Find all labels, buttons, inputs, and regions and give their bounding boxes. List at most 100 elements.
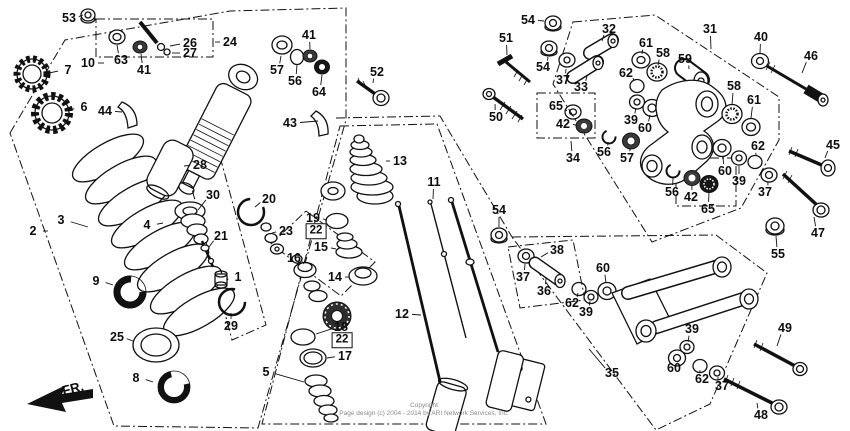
bolt-52 [355,77,390,107]
washer-37b [760,167,778,183]
part-label-64: 64 [312,84,326,99]
part-label-39: 39 [732,173,746,188]
seal-stack-5 [304,374,339,423]
seal-42a [575,118,593,134]
part-label-54: 54 [521,12,535,27]
copyright-line1: Copyright [410,402,438,409]
rubber-flap-43 [310,110,329,137]
part-label-17: 17 [338,348,352,363]
collar-32 [583,33,619,60]
part-label-60: 60 [638,120,652,135]
leader-line-32 [601,34,605,42]
part-label-53: 53 [62,10,76,25]
part-label-62: 62 [565,295,579,310]
part-label-14: 14 [328,269,342,284]
border-left-group [9,7,347,429]
part-label-61: 61 [639,35,653,50]
part-label-44: 44 [98,103,112,118]
leader-line-53 [78,14,84,17]
part-label-37: 37 [758,184,772,199]
cone-15 [335,232,363,259]
washer-37f [708,365,726,381]
bushing-60f [667,349,687,367]
part-label-48: 48 [754,407,768,422]
leader-line-45 [824,150,829,159]
leader-line-56 [295,64,298,75]
leader-line-55 [775,235,778,248]
part-label-52: 52 [370,64,384,79]
cap-57 [271,35,293,55]
part-label-21: 21 [214,228,228,243]
part-label-13: 13 [393,153,407,168]
bump-stop-13 [349,134,394,205]
leader-line-7 [48,70,59,74]
leader-line-23 [271,231,277,234]
part-label-22: 22 [331,332,353,348]
part-label-23: 23 [279,223,293,238]
part-label-18: 18 [334,319,348,334]
leader-line-3 [70,221,89,228]
leader-line-39 [588,300,591,306]
part-label-50: 50 [489,109,503,124]
part-label-15: 15 [314,239,328,254]
box-part-34 [536,92,596,139]
bolt-51 [496,53,531,86]
leader-line-16 [302,261,305,265]
washer-39b [730,150,748,166]
part-label-41: 41 [302,27,316,42]
part-label-65: 65 [549,98,563,113]
part-label-42: 42 [684,189,698,204]
seal-61a [631,51,651,69]
part-label-61: 61 [747,92,761,107]
box-part-24 [95,18,214,58]
part-label-56: 56 [597,144,611,159]
adjust-rod-11 [427,199,467,339]
part-label-7: 7 [64,62,72,77]
ring-19 [325,212,349,230]
part-label-24: 24 [223,34,237,49]
oring-18 [290,328,316,346]
leader-line-17 [326,356,336,359]
bolt-47 [781,170,830,218]
part-label-54: 54 [492,202,506,217]
leader-line-26 [169,43,181,47]
leader-line-41 [140,53,143,64]
part-label-56: 56 [288,73,302,88]
cup-17 [299,348,327,368]
part-label-5: 5 [262,364,270,379]
leader-line-39 [634,107,637,114]
part-label-37: 37 [556,72,570,87]
leader-line-44 [114,110,123,113]
border-middle-group [261,123,547,425]
part-label-31: 31 [703,21,717,36]
leader-line-31 [710,35,712,50]
leader-line-54 [537,19,545,22]
part-label-45: 45 [826,137,840,152]
part-label-62: 62 [751,138,765,153]
leader-line-38 [540,252,549,258]
part-label-8: 8 [132,370,140,385]
part-label-60: 60 [667,360,681,375]
leader-line-6 [67,108,75,112]
leader-line-21 [208,240,214,248]
part-label-12: 12 [395,306,409,321]
rubber-flap-44 [117,101,138,129]
spring-seat-8 [157,370,191,404]
spring-guide-25 [132,327,180,363]
mount-stack-30 [174,201,209,245]
oring-62e [571,281,587,297]
part-label-29: 29 [224,318,238,333]
leader-line-47 [813,216,817,227]
cup-16 [291,254,317,279]
oring-62f [692,358,708,374]
leader-line-62 [576,292,579,298]
bushing-60b [712,138,732,158]
part-label-57: 57 [270,62,284,77]
bearing-58a [646,62,668,82]
part-label-38: 38 [550,242,564,257]
leader-line-15 [330,247,337,250]
part-label-41: 41 [137,62,151,77]
bolt-45 [788,146,836,177]
part-label-56: 56 [665,184,679,199]
leader-line-9 [105,282,114,286]
